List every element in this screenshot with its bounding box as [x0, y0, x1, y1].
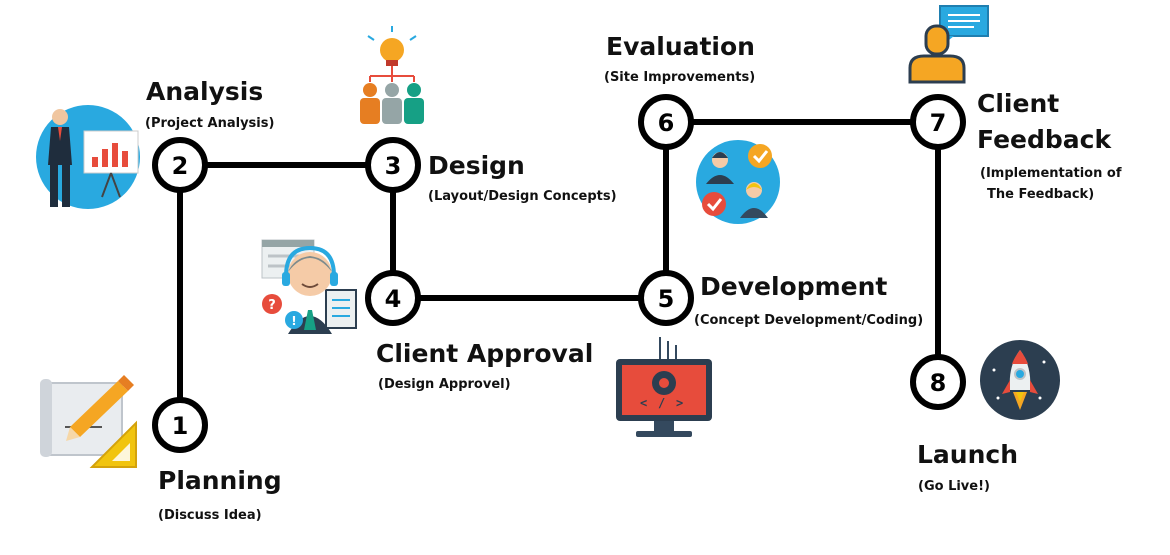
approval-team-icon [696, 140, 780, 224]
idea-team-icon [360, 26, 424, 124]
step-number-6: 6 [658, 109, 675, 137]
step-title-launch: Launch [917, 440, 1019, 469]
step-title-client-approval: Client Approval [376, 339, 594, 368]
svg-text:<: < [640, 396, 647, 410]
step-title-client-feedback-line2: Feedback [977, 125, 1112, 154]
presenter-chart-icon [36, 105, 140, 209]
svg-text:!: ! [291, 314, 296, 328]
step-node-1: 1 [152, 397, 208, 453]
step-subtitle-client-feedback-line1: (Implementation of [980, 166, 1122, 181]
step-title-design: Design [428, 151, 525, 180]
step-number-1: 1 [172, 412, 189, 440]
support-agent-icon: ? ! [261, 239, 357, 334]
step-number-5: 5 [658, 285, 675, 313]
step-node-2: 2 [152, 137, 208, 193]
step-node-8: 8 [910, 354, 966, 410]
step-node-3: 3 [365, 137, 421, 193]
step-title-analysis: Analysis [146, 77, 264, 106]
step-title-evaluation: Evaluation [606, 32, 755, 61]
step-title-development: Development [700, 272, 888, 301]
step-subtitle-client-feedback-line2: The Feedback) [987, 187, 1095, 202]
step-node-4: 4 [365, 270, 421, 326]
step-subtitle-planning: (Discuss Idea) [158, 508, 262, 523]
drawing-tools-icon [40, 375, 137, 468]
step-title-planning: Planning [158, 466, 282, 495]
step-subtitle-evaluation: (Site Improvements) [604, 70, 756, 85]
step-subtitle-design: (Layout/Design Concepts) [428, 189, 617, 204]
step-subtitle-development: (Concept Development/Coding) [694, 313, 924, 328]
step-number-4: 4 [385, 285, 402, 313]
step-number-8: 8 [930, 369, 947, 397]
step-number-3: 3 [385, 152, 402, 180]
step-node-7: 7 [910, 94, 966, 150]
svg-text:?: ? [268, 298, 276, 313]
coding-monitor-icon: < / > [616, 337, 712, 437]
step-number-2: 2 [172, 152, 189, 180]
svg-text:/: / [658, 396, 665, 410]
step-node-5: 5 [638, 270, 694, 326]
step-title-client-feedback-line1: Client [977, 89, 1060, 118]
step-subtitle-analysis: (Project Analysis) [145, 116, 275, 131]
step-subtitle-launch: (Go Live!) [918, 479, 990, 494]
step-subtitle-client-approval: (Design Approvel) [378, 377, 511, 392]
step-node-6: 6 [638, 94, 694, 150]
svg-text:>: > [676, 396, 683, 410]
user-feedback-icon [908, 5, 989, 84]
rocket-icon [980, 340, 1060, 420]
step-number-7: 7 [930, 109, 947, 137]
